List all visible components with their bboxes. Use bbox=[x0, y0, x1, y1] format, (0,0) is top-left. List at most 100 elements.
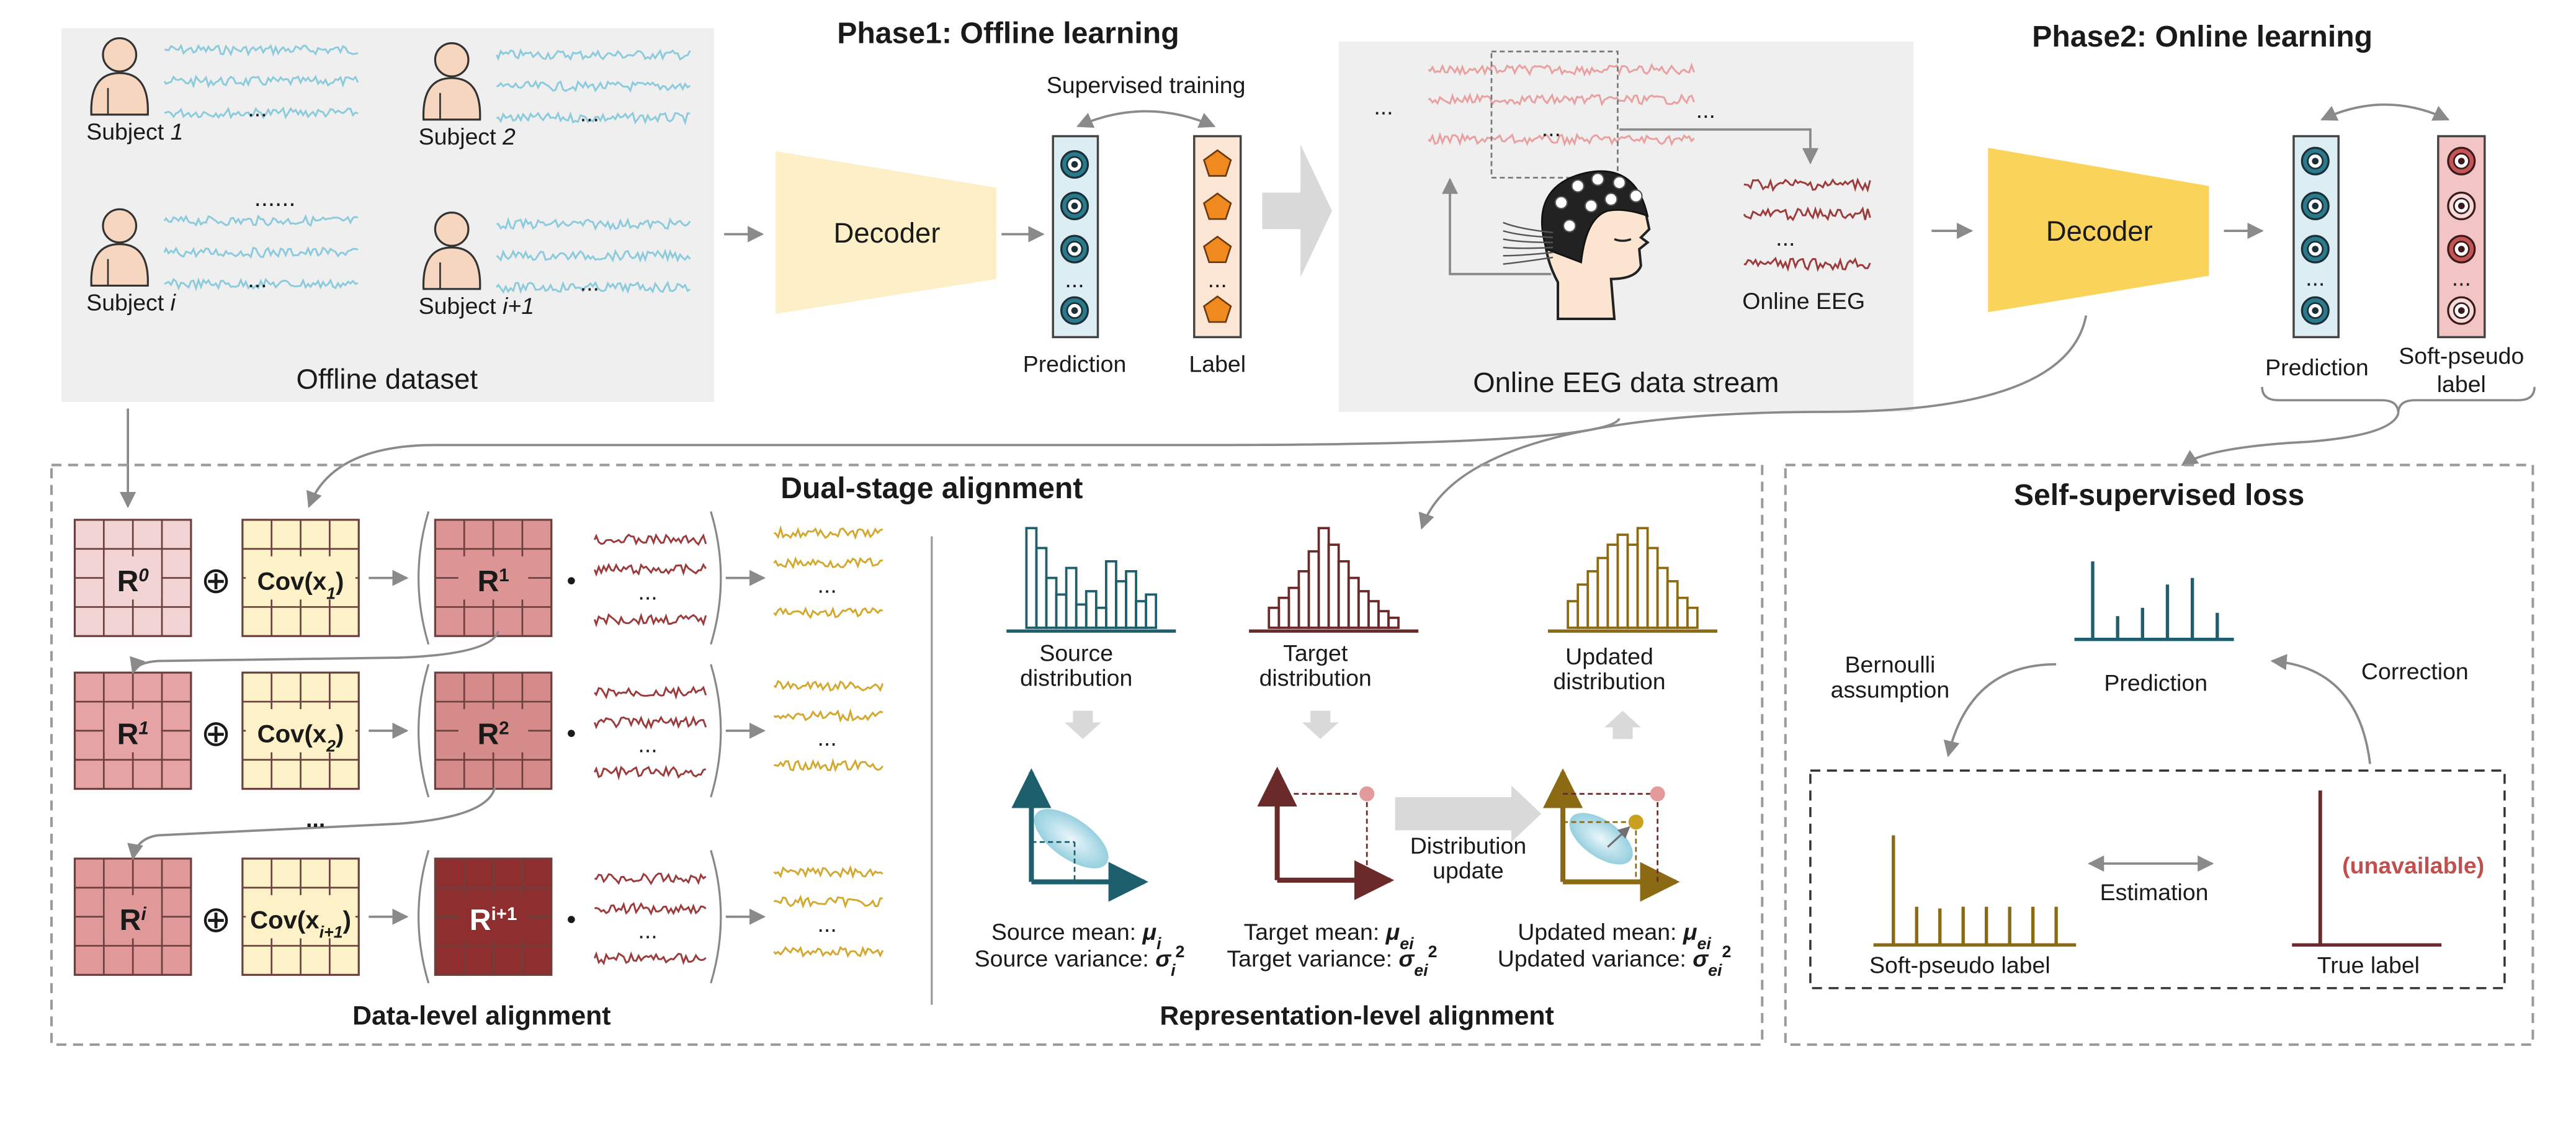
soft-dots: ... bbox=[2452, 264, 2471, 290]
subject-label: Subject 2 bbox=[419, 123, 516, 150]
subject-icon bbox=[90, 208, 149, 287]
subject-icon bbox=[422, 42, 481, 121]
distribution-update-label: update bbox=[1433, 857, 1504, 883]
raw-eeg-signal bbox=[594, 764, 707, 781]
source-variance-text: Source variance: σi2 bbox=[975, 942, 1185, 980]
offline-signal-dots: ... bbox=[580, 100, 599, 126]
phase1-title: Phase1: Offline learning bbox=[837, 17, 1179, 50]
online-eeg-panel: ... ... ... ... Online EEG Online EEG da… bbox=[1338, 41, 1913, 412]
soft-target-icon bbox=[2447, 146, 2476, 176]
updated-variance-text: Updated variance: σei2 bbox=[1498, 942, 1732, 980]
arrow-window-to-online-eeg bbox=[1619, 128, 1819, 164]
true-label-text: True label bbox=[2317, 952, 2420, 978]
svg-text:Ri: Ri bbox=[120, 903, 147, 937]
prediction-label-offline: Prediction bbox=[1023, 351, 1127, 377]
plus-operator: ⊕ bbox=[200, 713, 231, 754]
offline-signal-dots: ... bbox=[248, 95, 267, 121]
dual-stage-panel bbox=[50, 463, 1764, 1046]
right-paren bbox=[710, 664, 722, 798]
soft-target-icon bbox=[2447, 191, 2476, 220]
aligned-eeg-signal bbox=[773, 894, 883, 909]
online-training-arrow bbox=[2320, 103, 2450, 121]
matrix-r-left: R0 bbox=[73, 519, 192, 637]
online-eeg-label: Online EEG bbox=[1742, 288, 1865, 314]
target-icon bbox=[2301, 234, 2330, 264]
raw-eeg-signal bbox=[593, 715, 707, 730]
online-eeg-signal bbox=[1743, 256, 1871, 272]
raw-eeg-signal bbox=[594, 872, 707, 886]
label-column-label: Label bbox=[1189, 351, 1246, 377]
aligned-eeg-signal bbox=[773, 679, 884, 692]
raw-eeg-dots: ... bbox=[638, 578, 657, 604]
offline-eeg-signal bbox=[163, 246, 359, 259]
svg-text:Cov(x1): Cov(x1) bbox=[257, 567, 344, 602]
aligned-eeg-signal bbox=[773, 865, 883, 880]
offline-eeg-signal bbox=[496, 111, 691, 126]
arrow-r2-to-next-row bbox=[127, 787, 496, 860]
right-paren bbox=[710, 850, 722, 984]
target-icon bbox=[2301, 146, 2330, 176]
target-distribution-label: Target bbox=[1283, 640, 1348, 666]
updated-mean-text: Updated mean: μei bbox=[1518, 919, 1711, 953]
aligned-eeg-dots: ... bbox=[818, 572, 837, 598]
eeg-cap-head bbox=[1503, 170, 1651, 320]
raw-eeg-signal bbox=[593, 612, 707, 628]
right-paren bbox=[710, 511, 722, 645]
aligned-eeg-signal bbox=[774, 757, 883, 772]
ssl-prediction-label: Prediction bbox=[2104, 670, 2207, 696]
dual-stage-title: Dual-stage alignment bbox=[780, 471, 1083, 505]
label-pentagon-icon bbox=[1202, 295, 1232, 323]
big-arrow-phase-transition bbox=[1262, 144, 1332, 278]
source-axes bbox=[1011, 768, 1148, 902]
target-icon bbox=[1060, 296, 1089, 325]
soft-target-icon bbox=[2447, 234, 2476, 264]
offline-eeg-signal bbox=[496, 248, 691, 263]
offline-eeg-signal bbox=[164, 106, 359, 120]
online-stream-caption: Online EEG data stream bbox=[1473, 367, 1779, 398]
plus-operator: ⊕ bbox=[200, 900, 231, 940]
down-arrow-source bbox=[1064, 710, 1101, 739]
aligned-eeg-signal bbox=[774, 525, 883, 540]
soft-pseudo-label-line1: Soft-pseudo bbox=[2399, 342, 2524, 368]
offline-dataset-caption: Offline dataset bbox=[296, 363, 478, 395]
ssl-title: Self-supervised loss bbox=[2014, 478, 2305, 512]
dot-operator: • bbox=[566, 719, 576, 749]
raw-eeg-signal bbox=[594, 686, 707, 700]
target-icon bbox=[1060, 150, 1089, 179]
target-axes bbox=[1257, 766, 1395, 900]
rows-dots: ... bbox=[306, 806, 325, 832]
down-arrow-target bbox=[1302, 710, 1339, 739]
updated-axes bbox=[1542, 768, 1680, 902]
aligned-eeg-signal bbox=[773, 708, 883, 723]
target-histogram bbox=[1249, 527, 1419, 633]
supervised-training-label: Supervised training bbox=[1047, 72, 1246, 98]
subject-label: Subject 1 bbox=[86, 118, 183, 145]
updated-distribution-label: Updated bbox=[1565, 643, 1653, 669]
data-level-caption: Data-level alignment bbox=[352, 1001, 611, 1031]
online-stream-signal bbox=[1428, 62, 1695, 77]
matrix-cov: Cov(xi+1) bbox=[241, 857, 360, 976]
arrow-decoder-to-target bbox=[1418, 315, 2088, 530]
distribution-update-arrow bbox=[1395, 785, 1542, 842]
svg-text:R0: R0 bbox=[117, 565, 150, 598]
soft-pseudo-column: ... bbox=[2437, 135, 2486, 339]
left-paren bbox=[418, 664, 430, 798]
stream-dots-right: ... bbox=[1696, 97, 1715, 123]
label-pentagon-icon bbox=[1202, 192, 1232, 220]
subject-label: Subject i bbox=[86, 290, 176, 316]
rep-level-caption: Representation-level alignment bbox=[1160, 1001, 1554, 1031]
offline-eeg-signal bbox=[163, 74, 359, 89]
subject-label: Subject i+1 bbox=[419, 293, 534, 319]
target-icon bbox=[1060, 234, 1089, 264]
decoder-offline-label: Decoder bbox=[834, 217, 941, 249]
prediction-label-online: Prediction bbox=[2265, 354, 2369, 380]
source-distribution-label: Source bbox=[1039, 640, 1113, 666]
bracket-brace bbox=[2261, 386, 2536, 414]
label-dots: ... bbox=[1208, 266, 1227, 292]
target-mean-text: Target mean: μei bbox=[1244, 919, 1415, 953]
offline-eeg-signal bbox=[164, 277, 359, 292]
raw-eeg-signal bbox=[593, 563, 707, 577]
